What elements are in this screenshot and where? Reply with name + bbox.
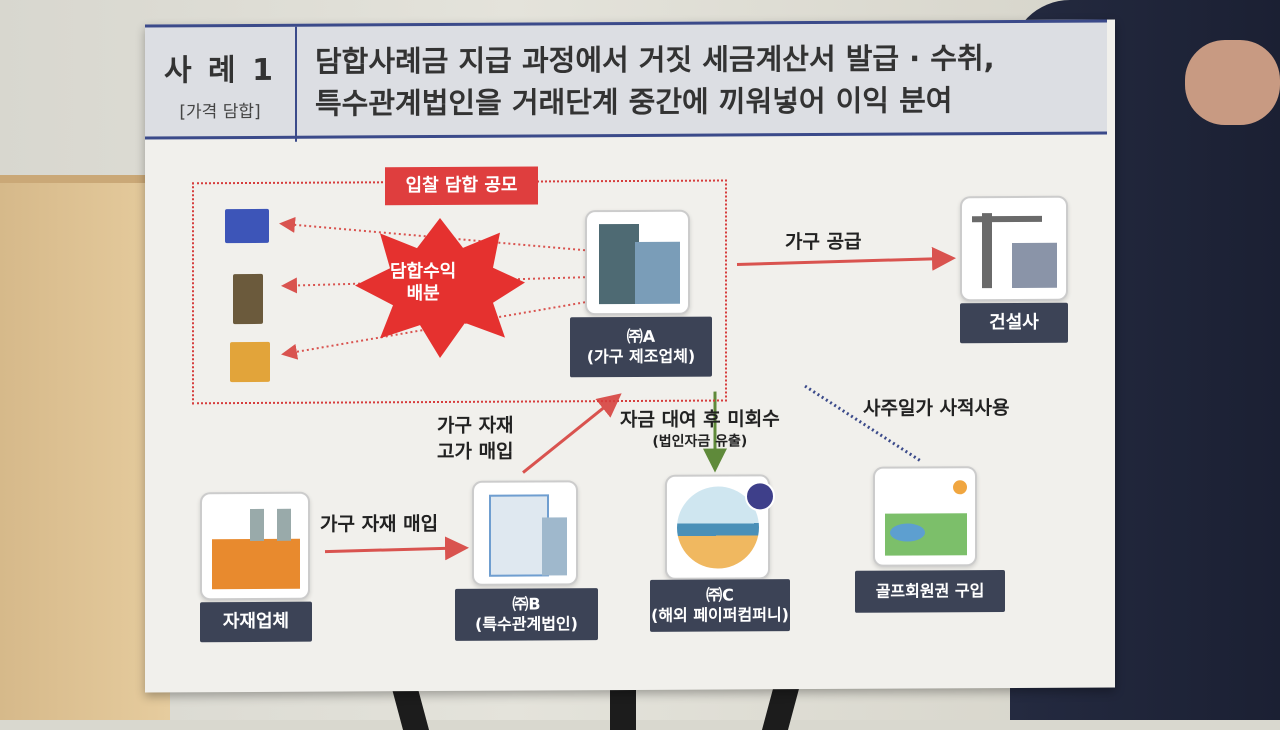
golf-course-icon	[873, 466, 977, 567]
competitor-building-icon	[230, 341, 270, 383]
company-a-icon	[585, 209, 690, 316]
supplier-factory-icon	[200, 491, 310, 601]
supply-label: 가구 공급	[785, 230, 862, 254]
company-c-label: ㈜C(해외 페이퍼컴퍼니)	[650, 579, 790, 632]
company-b-icon	[472, 480, 578, 586]
competitor-building-icon	[225, 208, 269, 244]
office-building-icon	[599, 223, 639, 305]
company-a-label: ㈜A(가구 제조업체)	[570, 316, 712, 378]
ghost-icon	[745, 481, 775, 512]
company-b-label: ㈜B(특수관계법인)	[455, 588, 598, 641]
purchase-label: 가구 자재 매입	[320, 513, 439, 536]
loan-label: 자금 대여 후 미회수 (법인자금 유출)	[620, 408, 780, 450]
purchase-arrow	[324, 536, 469, 561]
construction-icon	[960, 195, 1068, 302]
company-c-island-icon	[665, 474, 775, 580]
competitor-building-icon	[233, 273, 263, 325]
supplier-label: 자재업체	[200, 601, 312, 643]
overprice-arrow	[522, 393, 622, 474]
supply-arrow	[736, 246, 956, 271]
presentation-board: 사 례 1 [가격 담합] 담합사례금 지급 과정에서 거짓 세금계산서 발급 …	[145, 19, 1115, 693]
diagram-arrows	[279, 216, 956, 561]
person-hand	[1185, 40, 1280, 125]
collusion-tag: 입찰 담합 공모	[385, 166, 538, 206]
private-use-label: 사주일가 사적사용	[863, 397, 1010, 420]
golf-label: 골프회원권 구입	[855, 570, 1005, 613]
profit-share-burst	[355, 217, 525, 358]
podium	[0, 175, 170, 720]
construction-label: 건설사	[960, 302, 1068, 344]
